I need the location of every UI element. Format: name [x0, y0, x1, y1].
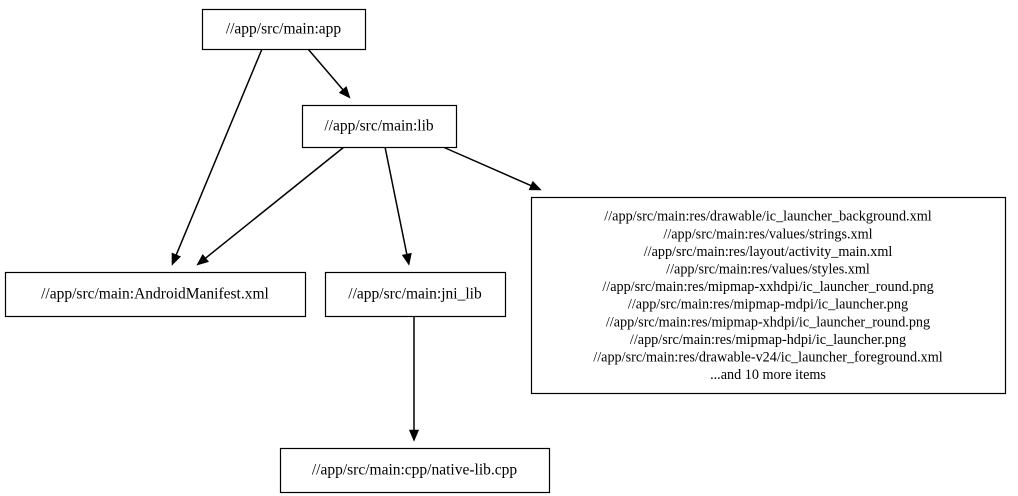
node-label-line: //app/src/main:res/values/styles.xml — [666, 262, 870, 278]
edges-layer — [171, 48, 542, 442]
edge-arrowhead-icon — [401, 252, 412, 266]
graph-node-res[interactable]: //app/src/main:res/drawable/ic_launcher_… — [530, 196, 1007, 395]
node-label-line: //app/src/main:res/mipmap-xxhdpi/ic_laun… — [602, 279, 933, 295]
graph-edge-app-to-lib — [307, 48, 351, 99]
edge-line — [203, 146, 345, 260]
node-box[interactable] — [301, 104, 458, 149]
node-label-line: //app/src/main:res/layout/activity_main.… — [644, 244, 893, 260]
node-label-line: //app/src/main:res/values/strings.xml — [663, 226, 872, 242]
node-label-line: //app/src/main:res/mipmap-hdpi/ic_launch… — [630, 332, 906, 348]
edge-line — [174, 48, 263, 257]
edge-line — [307, 48, 345, 92]
node-label: //app/src/main:app — [226, 21, 342, 38]
node-label-line: //app/src/main:res/mipmap-mdpi/ic_launch… — [628, 297, 908, 313]
edge-line — [384, 146, 408, 256]
graph-edge-jni-lib-to-native-lib — [408, 316, 420, 442]
edge-arrowhead-icon — [171, 252, 182, 266]
node-label-line: //app/src/main:res/mipmap-xhdpi/ic_launc… — [606, 314, 930, 330]
graph-node-jni_lib[interactable]: //app/src/main:jni_lib — [324, 271, 507, 318]
node-label: //app/src/main:AndroidManifest.xml — [41, 286, 269, 303]
edge-arrowhead-icon — [408, 429, 420, 442]
graph-edge-lib-to-jni-lib — [384, 146, 412, 266]
edge-arrowhead-icon — [528, 180, 542, 191]
node-label-line: //app/src/main:res/drawable/ic_launcher_… — [604, 209, 931, 225]
graph-node-manifest[interactable]: //app/src/main:AndroidManifest.xml — [4, 271, 307, 318]
edge-arrowhead-icon — [196, 253, 209, 266]
graph-node-app[interactable]: //app/src/main:app — [201, 8, 367, 51]
node-box[interactable] — [201, 8, 367, 51]
graph-node-lib[interactable]: //app/src/main:lib — [301, 104, 458, 149]
graph-node-native_lib[interactable]: //app/src/main:cpp/native-lib.cpp — [279, 447, 551, 494]
node-label-line: //app/src/main:res/drawable-v24/ic_launc… — [593, 350, 943, 366]
graph-edge-lib-to-manifest — [196, 146, 345, 266]
edge-line — [442, 146, 533, 187]
edge-arrowhead-icon — [338, 86, 351, 99]
node-label: //app/src/main:lib — [324, 118, 434, 135]
node-box[interactable] — [530, 196, 1007, 395]
node-label: //app/src/main:jni_lib — [348, 286, 482, 303]
nodes-layer: //app/src/main:app //app/src/main:lib //ap… — [4, 8, 1007, 494]
node-box[interactable] — [279, 447, 551, 494]
graph-edge-lib-to-res — [442, 146, 542, 191]
node-label: //app/src/main:res/drawable/ic_launcher_… — [593, 209, 943, 383]
node-box[interactable] — [4, 271, 307, 318]
graph-edge-app-to-manifest — [171, 48, 263, 266]
node-box[interactable] — [324, 271, 507, 318]
node-label: //app/src/main:cpp/native-lib.cpp — [312, 462, 518, 479]
node-label-line: ...and 10 more items — [710, 367, 826, 383]
